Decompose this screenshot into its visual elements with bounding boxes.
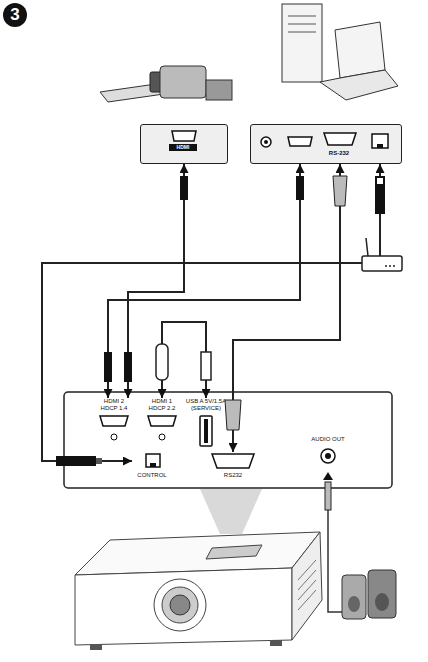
- port-label: USB A 5V/1.5A (SERVICE): [183, 398, 229, 411]
- port-label: HDMI 2 HDCP 1.4: [97, 398, 131, 411]
- port-label: RS232: [202, 472, 264, 479]
- router-antenna: [366, 238, 368, 256]
- projector-front: [75, 568, 292, 645]
- hdmi-port: HDMI 1 HDCP 2.2: [141, 398, 183, 448]
- lan-plug-tip: [96, 458, 102, 464]
- hdmi-port: HDMI 2 HDCP 1.4: [93, 398, 135, 448]
- hdmi-socket: [148, 416, 176, 426]
- lens-barrel: [162, 587, 198, 623]
- rj45-socket: [146, 454, 160, 467]
- router-led: [385, 265, 387, 267]
- drive-slot: [288, 24, 316, 25]
- laptop-base: [320, 70, 398, 100]
- usb-port: USB A 5V/1.5A (SERVICE): [183, 398, 229, 450]
- vent-line: [298, 590, 316, 610]
- port-label: AUDIO OUT: [306, 436, 350, 443]
- hdmi-plug: [296, 176, 304, 200]
- lan-plug-tip: [377, 178, 383, 184]
- audio-port: AUDIO OUT: [306, 436, 350, 468]
- port-label: CONTROL: [132, 472, 172, 479]
- cable: [108, 164, 300, 398]
- projector-rear-panel: [64, 392, 392, 488]
- projector-side: [292, 532, 322, 640]
- computer-tower: [282, 4, 322, 82]
- projector-foot: [270, 640, 282, 646]
- vent-line: [298, 570, 316, 590]
- hdmi-plug: [104, 352, 112, 382]
- usb-plug: [201, 352, 211, 380]
- audio-plug: [325, 482, 331, 510]
- port-label: RS-232: [323, 150, 355, 157]
- cable: [42, 164, 380, 461]
- laptop-screen: [335, 22, 385, 78]
- audio-jack: [321, 449, 335, 463]
- projector-keypad: [206, 545, 262, 559]
- speaker: [342, 575, 366, 619]
- lan-port: CONTROL: [132, 452, 172, 482]
- port-label: HDMI 1 HDCP 2.2: [145, 398, 179, 411]
- camcorder-screen: [206, 80, 232, 100]
- cable: [128, 164, 184, 398]
- speaker-cone: [348, 596, 360, 612]
- rs232-plug: [225, 400, 241, 430]
- usb-tongue: [204, 419, 208, 443]
- hdmi-socket: [100, 416, 128, 426]
- router: [362, 256, 402, 271]
- source-port-panel: HDMI: [140, 124, 228, 164]
- hdmi-dongle-plug: [156, 344, 168, 380]
- drive-slot: [288, 32, 316, 33]
- audio-jack-hole: [325, 453, 331, 459]
- speaker: [368, 570, 396, 618]
- hdmi-plug: [124, 352, 132, 382]
- hdmi-plug: [180, 176, 188, 200]
- lan-plug: [56, 456, 96, 466]
- db9-socket: [212, 454, 254, 468]
- zoom-beam: [200, 489, 262, 534]
- vent-line: [298, 580, 316, 600]
- cable-group: [42, 164, 380, 461]
- lens-ring: [154, 579, 206, 631]
- status-led: [159, 434, 165, 440]
- lens-glass: [170, 595, 190, 615]
- rj45-clip: [150, 463, 156, 467]
- arrow-head: [323, 472, 333, 480]
- usb-socket: [200, 416, 212, 446]
- speaker-cone: [375, 593, 389, 611]
- source-port-panel: RS-232: [250, 124, 402, 164]
- projector-foot: [90, 644, 102, 650]
- camcorder-body: [160, 66, 206, 98]
- vent-line: [298, 560, 316, 580]
- router-led: [389, 265, 391, 267]
- status-led: [111, 434, 117, 440]
- step-number: 3: [3, 3, 27, 27]
- serial-port: RS232: [202, 452, 264, 482]
- rs232-plug: [333, 176, 347, 206]
- cable: [233, 164, 340, 452]
- port-label: HDMI: [169, 144, 197, 151]
- lan-plug: [375, 176, 385, 214]
- cable: [162, 322, 206, 398]
- drive-slot: [288, 16, 316, 17]
- router-led: [393, 265, 395, 267]
